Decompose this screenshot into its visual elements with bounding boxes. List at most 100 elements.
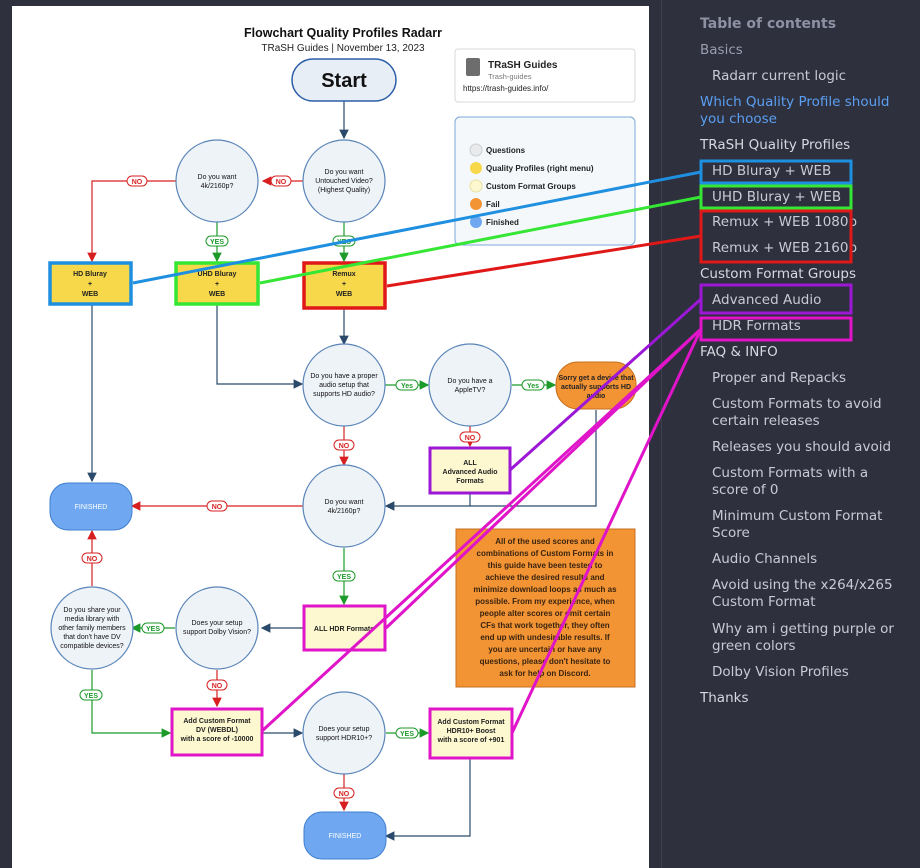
svg-text:NO: NO <box>339 791 350 798</box>
svg-text:YES: YES <box>337 574 351 581</box>
flowchart: Flowchart Quality Profiles Radarr TRaSH … <box>48 26 637 860</box>
p-uhd-line3: WEB <box>209 291 225 298</box>
toc-item-hd-bluray[interactable]: HD Bluray + WEB <box>712 163 832 179</box>
note-line9: end up with undesirable results. If <box>480 633 610 642</box>
g-hdr-label: ALL HDR Formats <box>314 626 374 633</box>
label-no-appletv: NO <box>459 431 481 443</box>
label-no-audio: NO <box>333 439 355 451</box>
trash-icon <box>466 58 480 76</box>
svg-text:NO: NO <box>212 504 223 511</box>
svg-text:NO: NO <box>212 683 223 690</box>
q-hdr10-line1: Does your setup <box>319 726 370 733</box>
q-audio-line2: audio setup that <box>319 382 369 389</box>
toc-item-basics[interactable]: Basics <box>700 42 743 58</box>
fail-line3: audio <box>587 393 606 400</box>
legend-swatch-profiles <box>470 162 482 174</box>
toc-item-min-cf-score[interactable]: Minimum Custom Format Score <box>712 508 883 541</box>
q-hdr10-line2: support HDR10+? <box>316 735 372 742</box>
svg-text:NO: NO <box>465 435 476 442</box>
legend-swatch-finished <box>470 216 482 228</box>
question-4k-mid <box>302 464 386 548</box>
toc-item-radarr-logic[interactable]: Radarr current logic <box>712 68 847 84</box>
note-line1: All of the used scores and <box>495 537 595 546</box>
label-yes-appletv: Yes <box>521 379 545 391</box>
label-yes-dv: YES <box>141 622 165 634</box>
question-4k-top <box>175 139 259 223</box>
legend-label-questions: Questions <box>486 146 526 155</box>
question-share-library <box>50 586 134 670</box>
p-remux-line3: WEB <box>336 291 352 298</box>
legend: Questions Quality Profiles (right menu) … <box>454 116 636 246</box>
q-share-line1: Do you share your <box>63 607 121 614</box>
toc-item-faq[interactable]: FAQ & INFO <box>700 344 778 360</box>
note-line2: combinations of Custom Formats in <box>477 549 614 558</box>
toc-item-audio-channels[interactable]: Audio Channels <box>712 551 818 567</box>
group-hdr-formats: ALL HDR Formats <box>302 604 387 652</box>
toc-item-remux-2160p[interactable]: Remux + WEB 2160p <box>712 240 858 256</box>
note-line8: CFs that work together, they often <box>480 621 609 630</box>
p-hd-line3: WEB <box>82 291 98 298</box>
g-audio-line1: ALL <box>463 460 477 467</box>
question-appletv <box>428 343 512 427</box>
toc-item-x264-x265[interactable]: Avoid using the x264/x265 Custom Format <box>712 577 893 610</box>
q-dv-line1: Does your setup <box>192 620 243 627</box>
toc-item-cf-score-zero[interactable]: Custom Formats with a score of 0 <box>712 465 869 498</box>
toc-item-releases-avoid[interactable]: Releases you should avoid <box>712 439 892 455</box>
toc-item-advanced-audio[interactable]: Advanced Audio <box>712 292 822 308</box>
q-share-line4: that don't have DV <box>63 634 121 641</box>
p-uhd-line1: UHD Bluray <box>198 271 237 278</box>
g-hdr10-line1: Add Custom Format <box>437 719 505 726</box>
toc-item-remux-1080p[interactable]: Remux + WEB 1080p <box>712 214 858 230</box>
svg-text:YES: YES <box>400 731 414 738</box>
profile-hd-bluray <box>48 261 133 306</box>
g-audio-line3: Formats <box>456 478 484 485</box>
toc-item-thanks[interactable]: Thanks <box>700 690 749 706</box>
label-yes-audio: Yes <box>395 379 419 391</box>
g-dv-line3: with a score of -10000 <box>180 736 254 743</box>
svg-text:YES: YES <box>146 626 160 633</box>
q-4k-top-line2: 4k/2160p? <box>201 183 234 190</box>
g-hdr10-line3: with a score of +901 <box>437 737 505 744</box>
svg-text:Yes: Yes <box>527 383 539 390</box>
toc-item-uhd-bluray[interactable]: UHD Bluray + WEB <box>712 189 842 205</box>
toc-item-cf-groups[interactable]: Custom Format Groups <box>700 266 857 282</box>
question-hdr10plus <box>302 691 386 775</box>
finished-bottom-label: FINISHED <box>329 833 362 840</box>
legend-label-cf-groups: Custom Format Groups <box>486 182 576 191</box>
logo-card: TRaSH Guides Trash-guides https://trash-… <box>454 48 636 103</box>
finished-left-label: FINISHED <box>75 504 108 511</box>
svg-text:NO: NO <box>132 179 143 186</box>
group-dv-webdl: Add Custom Format DV (WEBDL) with a scor… <box>170 707 264 757</box>
note-line6: possible. From my experience, when <box>475 597 615 606</box>
g-audio-line2: Advanced Audio <box>443 469 498 476</box>
fail-line1: Sorry get a device that <box>558 375 634 382</box>
q-audio-line3: supports HD audio? <box>313 391 375 398</box>
legend-label-profiles: Quality Profiles (right menu) <box>486 164 594 173</box>
p-remux-line1: Remux <box>332 271 355 278</box>
toc-item-proper-repacks[interactable]: Proper and Repacks <box>712 370 847 386</box>
label-yes-4k-mid: YES <box>332 570 356 582</box>
table-of-contents: Table of contents Basics Radarr current … <box>662 0 920 868</box>
note-line3: this guide have been tested to <box>488 561 603 570</box>
toc-item-which-profile[interactable]: Which Quality Profile should you choose <box>700 94 890 127</box>
p-remux-line2: + <box>342 281 346 288</box>
toc-item-purple-green[interactable]: Why am i getting purple or green colors <box>712 621 894 654</box>
logo-card-url: https://trash-guides.info/ <box>463 84 549 93</box>
p-hd-line2: + <box>88 281 92 288</box>
note-line12: ask for help on Discord. <box>499 669 590 678</box>
logo-card-name: TRaSH Guides <box>488 60 558 71</box>
q-audio-line1: Do you have a proper <box>310 373 378 380</box>
start-node: Start <box>291 58 397 102</box>
label-no-4k-top: NO <box>126 175 148 187</box>
toc-item-trash-profiles[interactable]: TRaSH Quality Profiles <box>700 137 851 153</box>
q-appletv-line2: AppleTV? <box>455 387 486 394</box>
toc-item-dolby-vision[interactable]: Dolby Vision Profiles <box>712 664 849 680</box>
g-hdr10-line2: HDR10+ Boost <box>447 728 496 735</box>
legend-swatch-cf-groups <box>469 179 483 193</box>
logo-card-handle: Trash-guides <box>488 72 532 81</box>
label-yes-4k-top: YES <box>205 235 229 247</box>
label-yes-share: YES <box>79 689 103 701</box>
toc-item-hdr-formats[interactable]: HDR Formats <box>712 318 801 334</box>
svg-text:YES: YES <box>337 239 351 246</box>
toc-item-cf-avoid[interactable]: Custom Formats to avoid certain releases <box>712 396 882 429</box>
